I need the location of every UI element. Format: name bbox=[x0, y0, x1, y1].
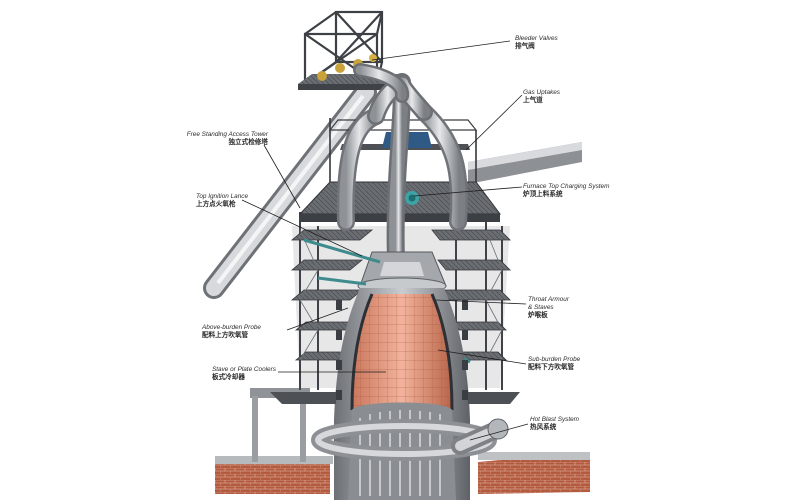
label-sub-burden-en: Sub-burden Probe bbox=[528, 356, 581, 363]
label-gas-uptakes-en: Gas Uptakes bbox=[523, 89, 560, 96]
leader-hot-blast bbox=[469, 423, 529, 441]
label-plate-coolers-zh: 板式冷却器 bbox=[212, 374, 245, 381]
label-access-tower-zh: 独立式检修塔 bbox=[228, 139, 268, 146]
leader-lines bbox=[241, 40, 529, 441]
leader-throat-armour bbox=[435, 299, 527, 305]
leader-bleeder-valves bbox=[371, 40, 511, 61]
label-plate-coolers-en: Stave or Plate Coolers bbox=[212, 366, 276, 373]
furnace-shell bbox=[334, 288, 470, 500]
leader-ignition-lance bbox=[241, 199, 363, 257]
throat-cone bbox=[303, 238, 471, 364]
label-above-burden-en: Above-burden Probe bbox=[202, 324, 261, 331]
label-gas-uptakes-zh: 上气道 bbox=[523, 97, 543, 104]
gas-uptakes bbox=[336, 63, 468, 271]
callout-throat-armour: Throat Armour & Staves 炉喉板 bbox=[528, 296, 569, 320]
label-throat-armour-zh: 炉喉板 bbox=[528, 312, 548, 319]
callout-ignition-lance: Top Ignition Lance 上方点火氧枪 bbox=[196, 193, 248, 209]
leader-gas-uptakes bbox=[465, 94, 523, 151]
label-bleeder-valves-en: Bleeder Valves bbox=[515, 35, 558, 42]
label-access-tower-en: Free Standing Access Tower bbox=[186, 131, 268, 138]
callout-hot-blast: Hot Blast System 热风系统 bbox=[530, 416, 579, 432]
lower-platforms bbox=[270, 392, 520, 404]
label-hot-blast-zh: 热风系统 bbox=[530, 424, 557, 431]
leader-access-tower bbox=[263, 144, 301, 209]
callout-access-tower: Free Standing Access Tower 独立式检修塔 bbox=[184, 131, 268, 147]
callout-gas-uptakes: Gas Uptakes 上气道 bbox=[523, 89, 560, 105]
label-charging-system-en: Furnace Top Charging System bbox=[523, 183, 610, 190]
callout-bleeder-valves: Bleeder Valves 排气阀 bbox=[515, 35, 558, 51]
leader-sub-burden bbox=[437, 349, 527, 365]
label-bleeder-valves-zh: 排气阀 bbox=[515, 43, 535, 50]
callout-charging-system: Furnace Top Charging System 炉顶上料系统 bbox=[523, 183, 609, 199]
callout-plate-coolers: Stave or Plate Coolers 板式冷却器 bbox=[212, 366, 276, 382]
label-hot-blast-en: Hot Blast System bbox=[530, 416, 580, 423]
label-throat-armour-en: Throat Armour bbox=[528, 296, 569, 303]
label-ignition-lance-zh: 上方点火氧枪 bbox=[196, 201, 236, 208]
label-sub-burden-zh: 配料下方吹氧管 bbox=[528, 364, 575, 371]
label-charging-system-zh: 炉顶上料系统 bbox=[523, 191, 563, 198]
leader-above-burden bbox=[286, 307, 349, 331]
callout-sub-burden-probe: Sub-burden Probe 配料下方吹氧管 bbox=[528, 356, 580, 372]
label-ignition-lance-en: Top Ignition Lance bbox=[196, 193, 248, 200]
leader-charging-system bbox=[413, 186, 523, 197]
callout-above-burden-probe: Above-burden Probe 配料上方吹氧管 bbox=[202, 324, 261, 340]
label-above-burden-zh: 配料上方吹氧管 bbox=[202, 332, 249, 339]
label-throat-armour-en-2: & Staves bbox=[528, 304, 554, 311]
right-gas-main bbox=[468, 142, 582, 184]
